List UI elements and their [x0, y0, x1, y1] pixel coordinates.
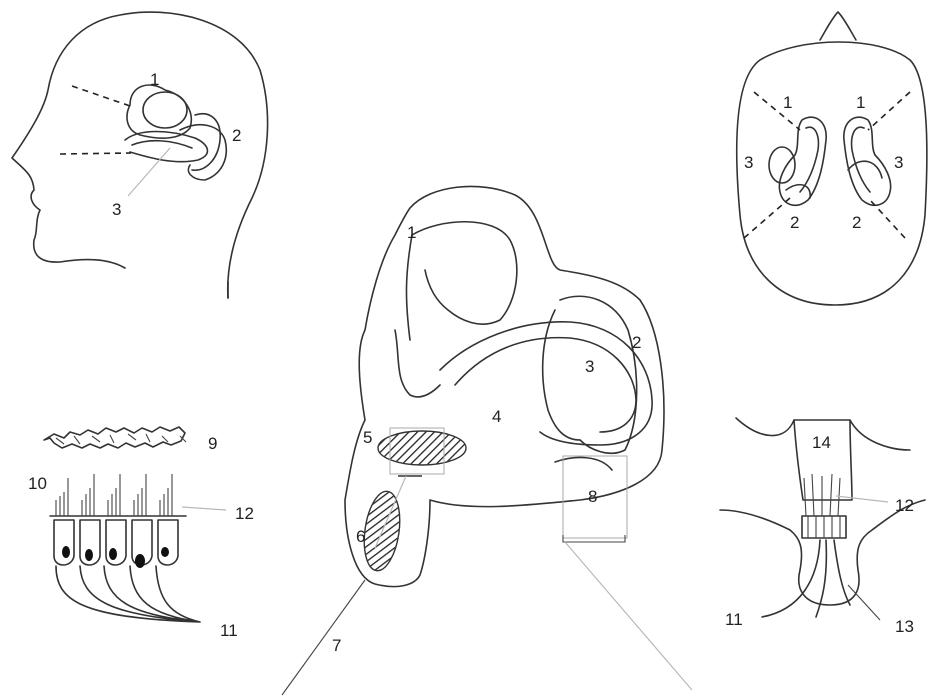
head-top-label: 1: [783, 93, 792, 112]
macula-detail: 9 10 12 11: [28, 427, 254, 640]
otoconia: [44, 427, 186, 448]
crista-label: 11: [725, 610, 743, 629]
crista-detail: 14 12 11 13: [720, 418, 925, 636]
crista-nerve: [762, 540, 850, 617]
crista-label: 14: [812, 433, 831, 452]
top-canals-left: [769, 117, 826, 205]
utricle-macula: [378, 431, 466, 465]
nerve-fibers: [56, 566, 200, 622]
head-top-label: 3: [894, 153, 903, 172]
labyrinth-label: 4: [492, 407, 501, 426]
lateral-canal: [440, 322, 652, 445]
head-top-label: 1: [856, 93, 865, 112]
top-guide: [868, 92, 910, 130]
labyrinth: 1 2 3 4 5 6 7 8: [282, 186, 692, 695]
leader-13: [848, 585, 880, 620]
side-guide-3: [60, 153, 131, 154]
anterior-canal: [412, 222, 517, 324]
crista-label: 12: [895, 496, 914, 515]
head-top-label: 2: [852, 213, 861, 232]
labyrinth-label: 6: [356, 527, 365, 546]
labyrinth-label: 3: [585, 357, 594, 376]
side-canals: [125, 85, 226, 180]
crista-label: 13: [895, 617, 914, 636]
head-top-outline: [737, 42, 927, 305]
leader-to-crista: [565, 542, 692, 690]
labyrinth-label: 2: [632, 333, 641, 352]
hair-cells: [50, 474, 200, 622]
side-guide-1: [72, 86, 133, 107]
head-side-label: 3: [112, 200, 121, 219]
nose-outline: [820, 12, 856, 40]
top-guide: [744, 198, 790, 238]
leader-12: [836, 496, 888, 502]
labyrinth-label: 1: [407, 223, 416, 242]
labyrinth-label: 7: [332, 636, 341, 655]
leader-7: [282, 580, 365, 695]
head-side-label: 2: [232, 126, 241, 145]
macula-label: 9: [208, 434, 217, 453]
head-side-view: 1 2 3: [12, 12, 268, 298]
posterior-canal: [560, 296, 637, 453]
labyrinth-label: 8: [588, 487, 597, 506]
side-leader-3: [128, 148, 170, 196]
head-top-label: 3: [744, 153, 753, 172]
head-side-label: 1: [150, 70, 159, 89]
macula-label: 10: [28, 474, 47, 493]
macula-label: 12: [235, 504, 254, 523]
top-canals-right: [844, 117, 891, 205]
macula-label: 11: [220, 621, 238, 640]
head-top-view: 1 1 3 3 2 2: [737, 12, 927, 305]
labyrinth-label: 5: [363, 428, 372, 447]
top-guide: [754, 92, 800, 130]
leader-12: [182, 507, 226, 510]
cupula: [794, 420, 852, 500]
head-top-label: 2: [790, 213, 799, 232]
